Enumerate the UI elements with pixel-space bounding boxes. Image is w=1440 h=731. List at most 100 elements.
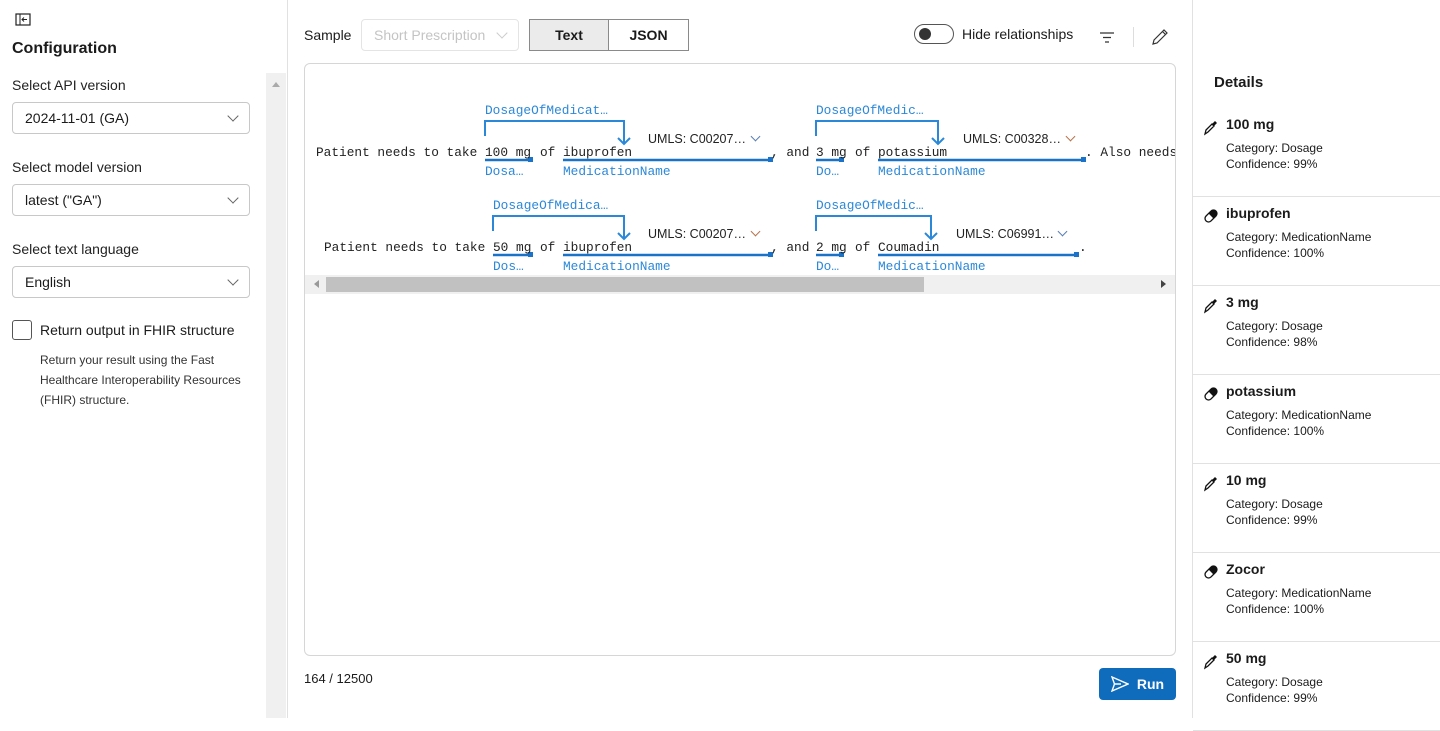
confidence-value: 100% <box>1293 246 1325 260</box>
filter-icon[interactable] <box>1099 31 1115 47</box>
detail-item[interactable]: Zocor Category: MedicationName Confidenc… <box>1193 553 1440 642</box>
umls-code[interactable]: UMLS: C06991… <box>956 227 1054 241</box>
relation-label[interactable]: DosageOfMedic… <box>816 103 924 118</box>
chevron-down-icon <box>227 274 239 286</box>
edit-icon[interactable] <box>1151 28 1169 49</box>
fhir-label: Return output in FHIR structure <box>40 322 235 338</box>
detail-item[interactable]: 3 mg Category: Dosage Confidence: 98% <box>1193 286 1440 375</box>
confidence-label: Confidence: <box>1226 691 1291 705</box>
umls-code[interactable]: UMLS: C00207… <box>648 227 746 241</box>
run-button[interactable]: Run <box>1099 668 1176 700</box>
sample-label: Sample <box>304 27 352 43</box>
category-label: Category: <box>1226 675 1279 689</box>
detail-item-name: 100 mg <box>1226 116 1275 132</box>
scroll-left-icon[interactable] <box>314 280 319 288</box>
confidence-value: 99% <box>1293 157 1318 171</box>
collapse-panel-icon[interactable] <box>15 13 31 30</box>
category-label: Category: <box>1226 230 1279 244</box>
tab-text[interactable]: Text <box>529 19 609 51</box>
confidence-label: Confidence: <box>1226 157 1291 171</box>
entity-dosage[interactable]: 2 mg <box>816 240 847 255</box>
detail-item-category: Category: MedicationName <box>1226 230 1371 244</box>
detail-item[interactable]: 100 mg Category: Dosage Confidence: 99% <box>1193 108 1440 197</box>
text-segment: of <box>855 240 871 255</box>
detail-item-name: ibuprofen <box>1226 205 1291 221</box>
detail-item-confidence: Confidence: 99% <box>1226 157 1317 171</box>
category-value: Dosage <box>1281 319 1323 333</box>
detail-item-confidence: Confidence: 100% <box>1226 602 1324 616</box>
scroll-right-icon[interactable] <box>1161 280 1166 288</box>
entity-medication[interactable]: ibuprofen <box>563 145 633 160</box>
umls-code[interactable]: UMLS: C00328… <box>963 132 1061 146</box>
api-version-label: Select API version <box>12 77 126 93</box>
entity-dosage[interactable]: 50 mg <box>493 240 532 255</box>
entity-dosage[interactable]: 3 mg <box>816 145 847 160</box>
detail-item[interactable]: 50 mg Category: Dosage Confidence: 99% <box>1193 642 1440 731</box>
text-language-select[interactable]: English <box>12 266 250 298</box>
category-value: MedicationName <box>1281 408 1372 422</box>
detail-item-name: potassium <box>1226 383 1297 399</box>
detail-item-category: Category: MedicationName <box>1226 586 1371 600</box>
category-label: Category: <box>1226 497 1279 511</box>
category-value: Dosage <box>1281 141 1323 155</box>
hide-relationships-label: Hide relationships <box>962 26 1074 42</box>
scroll-up-icon[interactable] <box>272 82 280 87</box>
entity-dosage[interactable]: 100 mg <box>485 145 532 160</box>
detail-item[interactable]: ibuprofen Category: MedicationName Confi… <box>1193 197 1440 286</box>
detail-item[interactable]: 10 mg Category: Dosage Confidence: 99% <box>1193 464 1440 553</box>
umls-code[interactable]: UMLS: C00207… <box>648 132 746 146</box>
detail-item-confidence: Confidence: 100% <box>1226 424 1324 438</box>
detail-item[interactable]: potassium Category: MedicationName Confi… <box>1193 375 1440 464</box>
detail-item-name: 10 mg <box>1226 472 1267 488</box>
entity-category-label: Do… <box>816 164 840 179</box>
category-value: MedicationName <box>1281 586 1372 600</box>
configuration-panel: Configuration Select API version 2024-11… <box>0 0 288 718</box>
entity-category-label: Do… <box>816 259 840 274</box>
api-version-value: 2024-11-01 (GA) <box>25 110 130 126</box>
entity-medication[interactable]: Coumadin <box>878 240 940 255</box>
model-version-select[interactable]: latest ("GA") <box>12 184 250 216</box>
category-label: Category: <box>1226 408 1279 422</box>
entity-medication[interactable]: ibuprofen <box>563 240 633 255</box>
detail-item-confidence: Confidence: 99% <box>1226 513 1317 527</box>
horizontal-scrollbar[interactable] <box>305 275 1175 294</box>
character-count: 164 / 12500 <box>304 671 373 686</box>
text-segment: of <box>540 240 556 255</box>
text-segment: . <box>1079 240 1087 255</box>
model-version-value: latest ("GA") <box>25 192 102 208</box>
scrollbar-thumb[interactable] <box>326 277 924 292</box>
detail-item-confidence: Confidence: 100% <box>1226 246 1324 260</box>
text-segment: , and <box>771 145 810 160</box>
relation-label[interactable]: DosageOfMedicat… <box>485 103 608 118</box>
dropper-icon <box>1202 474 1220 495</box>
detail-item-name: 50 mg <box>1226 650 1267 666</box>
category-value: Dosage <box>1281 497 1323 511</box>
detail-item-confidence: Confidence: 98% <box>1226 335 1317 349</box>
sidebar-scrollbar[interactable] <box>266 73 286 718</box>
detail-item-category: Category: Dosage <box>1226 141 1323 155</box>
category-label: Category: <box>1226 586 1279 600</box>
sample-select[interactable]: Short Prescription <box>361 19 519 51</box>
toolbar-divider <box>1133 27 1134 47</box>
pill-icon <box>1202 207 1220 228</box>
confidence-value: 100% <box>1293 602 1325 616</box>
confidence-value: 99% <box>1293 691 1318 705</box>
chevron-down-icon <box>227 110 239 122</box>
relation-label[interactable]: DosageOfMedica… <box>493 198 609 213</box>
pill-icon <box>1202 563 1220 584</box>
relation-label[interactable]: DosageOfMedic… <box>816 198 924 213</box>
detail-item-category: Category: Dosage <box>1226 319 1323 333</box>
entity-category-label: MedicationName <box>563 259 671 274</box>
tab-json[interactable]: JSON <box>609 19 689 51</box>
fhir-checkbox[interactable] <box>12 320 32 340</box>
hide-relationships-toggle[interactable] <box>914 24 954 44</box>
sample-placeholder: Short Prescription <box>374 27 486 43</box>
relation-arrows <box>484 120 1086 257</box>
api-version-select[interactable]: 2024-11-01 (GA) <box>12 102 250 134</box>
confidence-value: 99% <box>1293 513 1318 527</box>
panel-title: Configuration <box>12 40 117 57</box>
details-title: Details <box>1214 74 1264 91</box>
text-language-value: English <box>25 274 71 290</box>
entity-medication[interactable]: potassium <box>878 145 948 160</box>
entity-category-label: MedicationName <box>878 164 986 179</box>
